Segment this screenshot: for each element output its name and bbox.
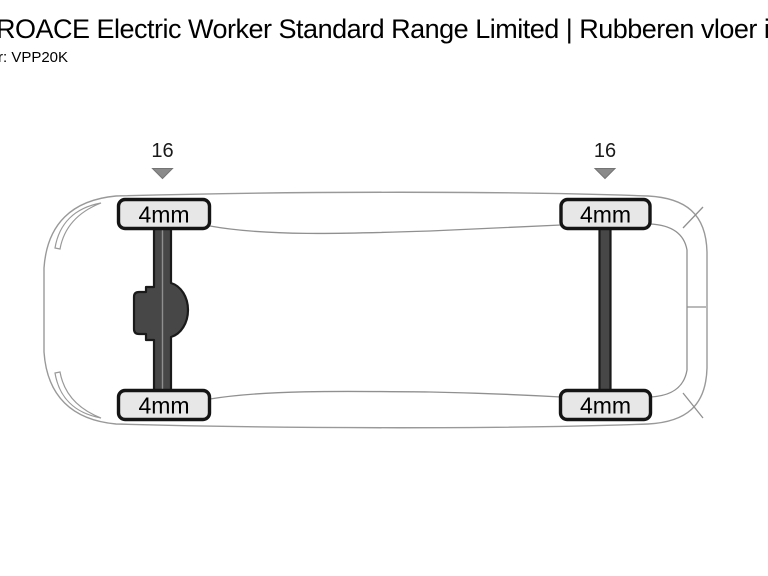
front-top-tread-badge: 4mm	[116, 197, 212, 231]
rear-bottom-tread-badge: 4mm	[558, 388, 653, 422]
rear-corner-seam-bottom	[682, 392, 704, 419]
page-title: ROACE Electric Worker Standard Range Lim…	[0, 14, 768, 44]
cargo-floor-line-bottom	[209, 390, 562, 400]
headlight-crease-top-icon	[54, 202, 102, 250]
rear-door-inner-line	[649, 223, 688, 398]
tread-depth-value: 4mm	[580, 393, 631, 419]
badge-frame	[559, 197, 652, 231]
front-axle	[132, 226, 190, 393]
rear-marker-triangle-icon	[593, 168, 617, 180]
rear-axle	[598, 226, 612, 393]
tread-depth-value: 4mm	[138, 202, 189, 228]
rear-top-tread-badge: 4mm	[559, 197, 652, 231]
tread-depth-value: 4mm	[138, 393, 189, 419]
front-wheel-size-group: 16	[151, 140, 174, 180]
badge-frame	[558, 388, 653, 422]
badge-frame	[116, 388, 212, 422]
vehicle-body-outline	[43, 191, 708, 429]
tread-depth-value: 4mm	[580, 202, 631, 228]
front-bottom-tread-badge: 4mm	[116, 388, 212, 422]
badge-frame	[116, 197, 212, 231]
rear-wheel-size-label: 16	[594, 140, 616, 162]
front-marker-triangle-icon	[151, 168, 174, 180]
headlight-crease-bottom-icon	[54, 371, 102, 419]
front-wheel-size-label: 16	[151, 140, 173, 162]
cargo-floor-line-top	[209, 224, 562, 235]
rear-corner-seam-top	[682, 206, 704, 229]
reference-label: r: VPP20K	[0, 49, 69, 66]
rear-wheel-size-group: 16	[593, 140, 617, 180]
